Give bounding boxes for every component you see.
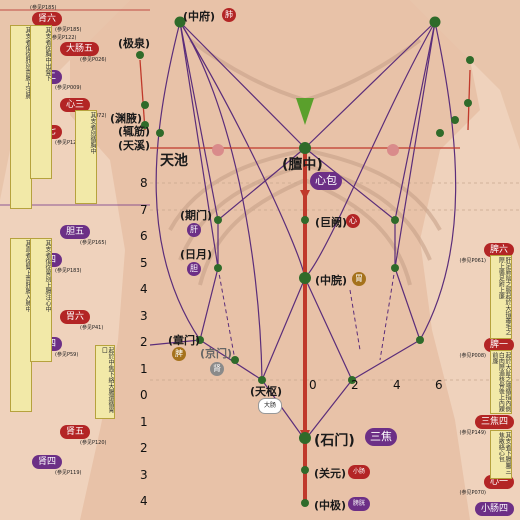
y-tick: 7	[140, 202, 148, 217]
y-tick: 3	[140, 308, 148, 323]
acupoints	[136, 16, 474, 507]
left-tag: 肾六	[32, 12, 63, 26]
point-qimen: (期门)	[180, 209, 213, 222]
y-tick: 4	[140, 282, 148, 296]
note-3: 其支者別循胸中	[75, 110, 97, 204]
organ-lung-badge: 肺	[222, 8, 236, 22]
right-nipple	[387, 144, 399, 156]
point-zhongfu: (中府)	[183, 10, 216, 23]
right-tag-ref: (参见P149)	[459, 430, 486, 436]
left-tag: 大肠五	[60, 42, 100, 56]
arrow-1	[300, 190, 310, 200]
ref-p122: (参见P122)	[50, 35, 77, 41]
right-tag: 小肠四	[474, 502, 514, 516]
x-tick: 2	[351, 378, 359, 392]
note-8: 起於大趾之端循指內側白肉際過核骨後上內踝前廉	[490, 350, 512, 414]
point-riyue: (日月)	[180, 248, 213, 261]
ref-top: (参见P185)	[30, 5, 57, 11]
left-tag-ref: (参见P123)	[55, 140, 82, 146]
left-tag-ref: (参见P59)	[55, 352, 79, 358]
point-shimen: (石门)	[314, 433, 355, 449]
right-tag: 脾六	[483, 243, 514, 257]
right-tag-ref: (参见P070)	[459, 490, 486, 496]
point-tianchi: 天池	[160, 153, 188, 169]
point-jingmen: (京门)	[200, 347, 233, 360]
point-juque: (巨阙)	[315, 216, 348, 229]
x-tick: 6	[435, 378, 443, 392]
y-tick: 2	[140, 441, 148, 455]
left-tag-ref: (参见P009)	[55, 85, 82, 91]
x-tick: 4	[393, 378, 401, 392]
left-nipple	[212, 144, 224, 156]
organ-sanjiao-badge: 三焦	[365, 428, 397, 446]
left-tag: 心三	[60, 98, 91, 112]
note-7: 肝足厥陰之脈起於大指叢毛之際上循足跗上廉	[490, 255, 512, 339]
y-tick: 1	[140, 414, 148, 429]
right-tag: 三焦四	[474, 415, 514, 429]
y-tick: 0	[140, 388, 148, 402]
right-tag-ref: (参见P008)	[459, 353, 486, 359]
organ-large-intestine-badge: 大肠	[258, 398, 282, 414]
y-tick: 3	[140, 467, 148, 482]
organ-kidney-badge: 肾	[210, 362, 224, 376]
left-tag-ref: (参见P183)	[55, 268, 82, 274]
y-tick: 5	[140, 255, 148, 270]
y-tick: 6	[140, 229, 148, 243]
left-tag-ref: (参见P41)	[80, 325, 104, 331]
left-tag: 胆五	[60, 225, 91, 239]
note-1: 其支者復從肝別貫膈上注肺	[10, 25, 32, 209]
note-6: 起於中焦下絡大腸還循胃口	[95, 345, 115, 419]
organ-spleen-badge: 脾	[172, 347, 186, 361]
point-tianshu: (天枢)	[250, 385, 283, 398]
left-tag: 胃六	[60, 310, 91, 324]
point-danzhong: (膻中)	[282, 157, 323, 173]
right-arm	[410, 0, 520, 150]
down-arrow	[296, 98, 314, 125]
y-tick: 2	[140, 335, 148, 349]
point-zhangmen: (章门)	[168, 334, 201, 347]
point-yuanye: (渊腋)	[110, 112, 143, 125]
point-zhongwan: (中脘)	[315, 274, 348, 287]
organ-liver-badge: 肝	[187, 223, 201, 237]
point-zhongji: (中极)	[314, 499, 347, 512]
point-tianxi: (天溪)	[118, 139, 151, 152]
organ-pericardium-badge: 心包	[310, 172, 342, 190]
organ-gallbladder-badge: 胆	[187, 262, 201, 276]
meridian-dashed	[217, 267, 396, 361]
right-tag-ref: (参见P061)	[459, 258, 486, 264]
left-tag: 肾五	[60, 425, 91, 439]
right-tag: 脾一	[483, 338, 514, 352]
left-tag-ref: (参见P120)	[80, 440, 107, 446]
left-tag-ref: (参见P119)	[55, 470, 82, 476]
organ-bladder-badge: 膀胱	[348, 497, 370, 511]
note-4: 其直者從腎上貫肝膈入肺中	[10, 238, 32, 412]
y-tick: 8	[140, 176, 148, 190]
left-tag-ref: (参见P165)	[80, 240, 107, 246]
point-guanyuan: (关元)	[314, 467, 347, 480]
note-2: 其支者從胸中出脅下	[30, 25, 52, 179]
grid-lines	[150, 182, 520, 381]
y-tick: 4	[140, 494, 148, 508]
point-jiquan: (极泉)	[118, 37, 151, 50]
y-tick: 1	[140, 361, 148, 376]
x-tick: 0	[309, 378, 317, 392]
rib-cage	[168, 38, 442, 286]
organ-small-intestine-badge: 小肠	[348, 465, 370, 479]
point-zhejin: (辄筋)	[118, 125, 151, 138]
left-tag: 肾四	[32, 455, 63, 469]
left-tag-ref: (参见P026)	[80, 57, 107, 63]
left-tag-ref: (参见P185)	[55, 27, 82, 33]
note-9: 其支者下膈屬三焦散絡心包	[490, 430, 512, 479]
torso-shape	[70, 0, 480, 520]
organ-heart-badge: 心	[346, 214, 360, 228]
note-5: 其支者復從胃別上膈注心中	[30, 238, 52, 362]
organ-stomach-badge: 胃	[352, 272, 366, 286]
